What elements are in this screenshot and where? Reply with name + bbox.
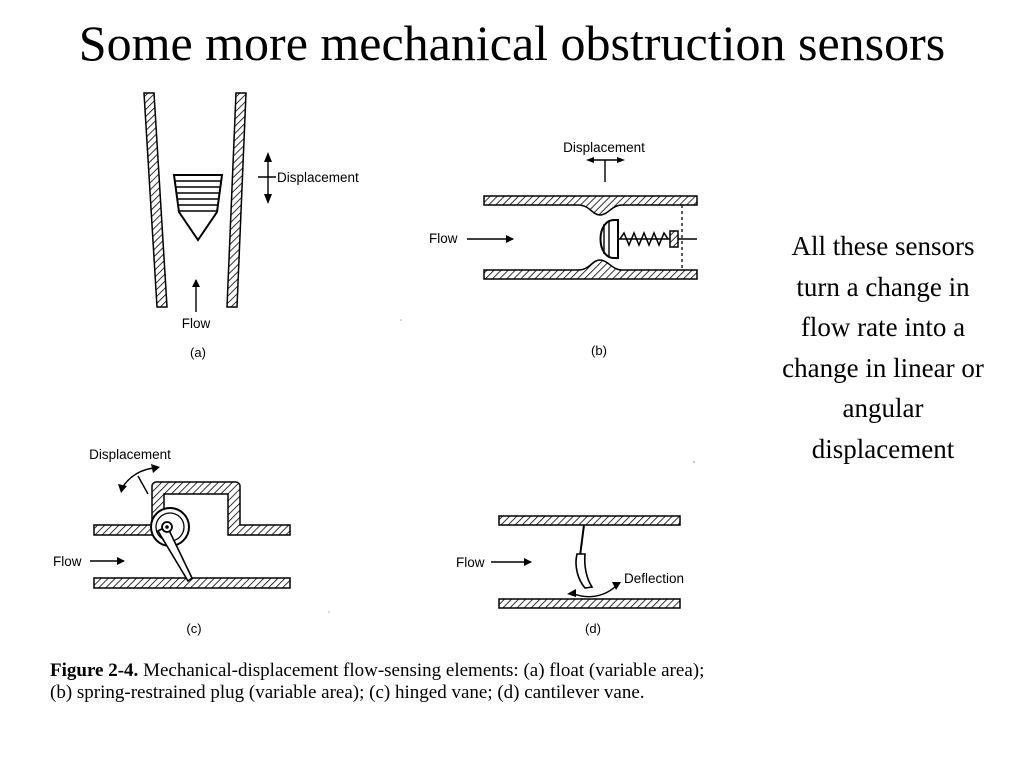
tapered-tube-left-wall: [143, 92, 168, 308]
pipe-lower-wall-with-orifice: [483, 259, 698, 280]
panel-d-flow-label: Flow: [456, 555, 485, 570]
spring: [619, 231, 669, 247]
float: [172, 174, 224, 242]
panel-d-lower-wall: [498, 598, 681, 609]
cantilever-vane: [575, 553, 594, 589]
housing-upper-wall: [93, 481, 291, 536]
panel-a-flow-label: Flow: [182, 316, 211, 331]
caption-figure-number: Figure 2-4.: [50, 660, 139, 681]
spring-stop: [669, 230, 679, 248]
figure-caption: Figure 2-4. Mechanical-displacement flow…: [50, 660, 722, 705]
panel-c-displacement-arc: [121, 467, 156, 489]
displacement-arrow-vertical: [258, 152, 276, 204]
slide-title: Some more mechanical obstruction sensors: [78, 15, 946, 71]
panel-c-flow-label: Flow: [53, 554, 82, 569]
panel-d-upper-wall: [498, 515, 681, 526]
panel-c-hinged-vane: Displacement Flow (c): [53, 447, 291, 636]
panel-b-flow-label: Flow: [429, 231, 458, 246]
panel-a-float: Displacement Flow (a): [143, 92, 359, 360]
caption-text: Mechanical-displacement flow-sensing ele…: [50, 660, 705, 704]
pipe-upper-wall-with-orifice: [483, 195, 698, 216]
panel-d-deflection-label: Deflection: [624, 571, 684, 586]
panel-b-displacement-label: Displacement: [563, 140, 645, 155]
panel-a-displacement-label: Displacement: [277, 170, 359, 185]
panel-b-plug: Displacement Flow (b): [429, 140, 698, 358]
side-note: All these sensors turn a change in flow …: [782, 231, 984, 464]
panel-d-label: (d): [585, 621, 601, 636]
panel-b-label: (b): [591, 343, 607, 358]
panel-c-lower-wall: [93, 577, 291, 589]
panel-a-label: (a): [190, 345, 206, 360]
tapered-tube-right-wall: [226, 92, 247, 308]
cantilever-beam: [579, 524, 585, 557]
panel-c-displacement-label: Displacement: [89, 447, 171, 462]
panel-d-cantilever-vane: Flow Deflection (d): [456, 515, 684, 636]
deflection-arc: [571, 584, 618, 598]
panel-c-label: (c): [186, 621, 201, 636]
